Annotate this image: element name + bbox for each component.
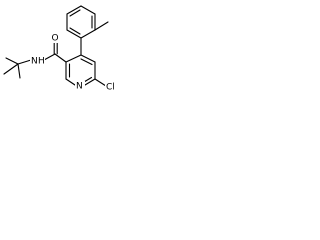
- mask-o: [51, 33, 60, 43]
- bond-carbonyl-to-ring: [54, 53, 67, 63]
- chemical-structure-diagram: N H O N Cl: [3, 5, 120, 93]
- bond-tbutyl-methyl-left: [3, 63, 19, 75]
- atom-label-carbonyl-o: O: [52, 34, 59, 44]
- bond-tolyl-inner-c: [69, 27, 81, 35]
- mask-n-pyridine: [75, 81, 85, 91]
- bond-tolyl-c1-c2: [80, 29, 96, 39]
- atom-label-amide-n: N: [31, 57, 38, 67]
- atom-label-amide-h: H: [38, 57, 45, 67]
- bond-tbutyl-methyl-upper-left: [5, 57, 19, 65]
- bond-tbutyl-to-nh: [17, 59, 32, 65]
- bond-tolyl-c4-c5: [66, 5, 82, 15]
- mask-cl: [105, 82, 120, 92]
- bond-ring-c6-n-inner: [83, 76, 93, 83]
- bond-ring-c3-c4: [65, 54, 82, 63]
- bond-tolyl-c3-c4: [80, 5, 96, 15]
- atom-labels: N H O N Cl: [30, 33, 120, 93]
- atom-label-pyridine-n: N: [76, 82, 83, 92]
- bond-tbutyl-methyl-lower: [17, 63, 21, 79]
- bond-ring-c4-c5-inner: [80, 58, 93, 66]
- bond-ring-c6-n: [84, 78, 96, 86]
- bond-tolyl-methyl: [94, 21, 109, 31]
- bond-ring-to-cl: [94, 78, 107, 87]
- bond-ring-n-c2: [65, 78, 76, 86]
- bond-tolyl-c6-c1: [66, 29, 82, 39]
- bond-ring-c4-c5: [80, 54, 96, 63]
- atom-label-chlorine: Cl: [106, 83, 115, 93]
- mask-nh: [30, 55, 45, 66]
- bond-nh-to-carbonyl: [43, 53, 56, 61]
- bonds: [3, 5, 109, 87]
- bond-tolyl-inner-b: [69, 9, 81, 17]
